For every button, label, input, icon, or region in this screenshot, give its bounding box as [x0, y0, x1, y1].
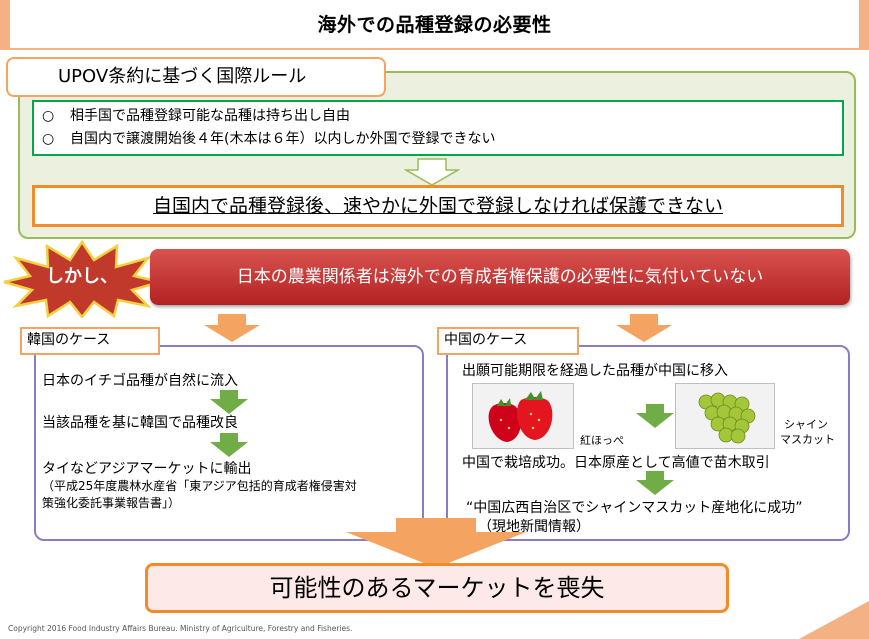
starburst-icon: [3, 240, 161, 318]
grape-photo: [675, 383, 775, 449]
korea-source-line-2: 策強化委託事業報告書」）: [42, 496, 181, 510]
rule-marker: ○: [42, 131, 55, 147]
header-accent-left: [0, 0, 10, 50]
rule-item: ○ 自国内で譲渡開始後４年(木本は６年）以内しか外国で登録できない: [42, 128, 842, 151]
conclusion-text: 自国内で品種登録後、速やかに外国で登録しなければ保護できない: [152, 195, 723, 217]
down-arrow-green-icon: [636, 404, 674, 428]
fruit-label-shine-1: シャイン: [784, 418, 828, 431]
korea-step-2: 当該品種を基に韓国で品種改良: [42, 415, 238, 431]
down-arrow-large-icon: [346, 518, 526, 568]
warning-banner: 日本の農業関係者は海外での育成者権保護の必要性に気付いていない: [150, 249, 850, 305]
rule-marker: ○: [42, 108, 55, 124]
down-arrow-outline-icon: [404, 158, 460, 186]
rules-box: ○ 相手国で品種登録可能な品種は持ち出し自由 ○ 自国内で譲渡開始後４年(木本は６年…: [32, 100, 844, 156]
down-arrow-orange-icon: [616, 314, 672, 342]
rule-text: 自国内で譲渡開始後４年(木本は６年）以内しか外国で登録できない: [70, 131, 496, 147]
result-box: 可能性のあるマーケットを喪失: [145, 563, 729, 613]
header-accent-right: [859, 0, 869, 50]
down-arrow-green-icon: [210, 390, 248, 414]
page-title: 海外での品種登録の必要性: [317, 14, 552, 36]
korea-step-3: タイなどアジアマーケットに輸出: [42, 461, 252, 477]
copyright: Copyright 2016 Food Industry Affairs Bur…: [8, 624, 353, 633]
down-arrow-green-icon: [210, 433, 248, 457]
footer-accent: [799, 601, 869, 639]
korea-step-1: 日本のイチゴ品種が自然に流入: [42, 373, 238, 389]
rule-item: ○ 相手国で品種登録可能な品種は持ち出し自由: [42, 105, 842, 128]
china-source: （現地新聞情報）: [478, 519, 590, 535]
grape-icon: [698, 392, 756, 444]
fruit-label-benihoppe: 紅ほっぺ: [580, 434, 624, 447]
fruit-label-shine-2: マスカット: [780, 433, 835, 446]
down-arrow-orange-icon: [204, 314, 260, 342]
china-step-2: 中国で栽培成功。日本原産として高値で苗木取引: [462, 455, 770, 471]
header-underline: [10, 48, 859, 50]
china-step-3: “中国広西自治区でシャインマスカット産地化に成功”: [466, 500, 803, 516]
china-case-label: 中国のケース: [437, 327, 579, 355]
strawberry-icon: [488, 391, 553, 442]
upov-label: UPOV条約に基づく国際ルール: [6, 57, 386, 97]
china-step-1: 出願可能期限を経過した品種が中国に移入: [462, 363, 728, 379]
however-label: しかし、: [46, 266, 118, 287]
korea-source-line-1: （平成25年度農林水産省「東アジア包括的育成者権侵害対: [42, 479, 357, 493]
korea-case-label: 韓国のケース: [20, 327, 160, 355]
conclusion-box: 自国内で品種登録後、速やかに外国で登録しなければ保護できない: [32, 185, 844, 227]
rule-text: 相手国で品種登録可能な品種は持ち出し自由: [70, 108, 350, 124]
down-arrow-green-icon: [636, 471, 674, 495]
strawberry-photo: [472, 383, 574, 449]
